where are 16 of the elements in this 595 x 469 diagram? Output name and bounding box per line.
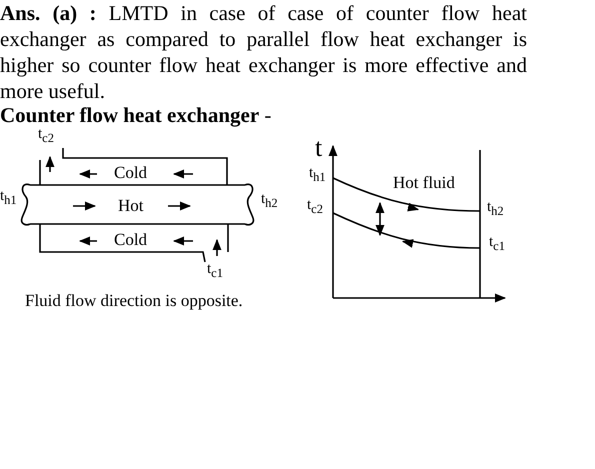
section-heading: Counter flow heat exchanger - [0,104,272,128]
temperature-label: t$_{c1}$ [207,261,223,281]
axis-label: t [315,134,322,163]
temperature-label: t$_{c1}$ [489,234,505,254]
flow-label: Cold [114,231,148,250]
temperature-label: t$_{h1}$ [0,188,17,208]
flow-label: Cold [114,164,148,183]
answer-paragraph: Ans. (a) : LMTD in case of case of counter flow heat exchanger as compared to parallel flow heat exchanger is higher so counter flow heat exchanger is more effective and more useful. [0,0,527,104]
temperature-label: t$_{c2}$ [307,197,323,217]
curve-label: Hot fluid [393,174,455,193]
caption-text: Fluid flow direction is opposite. [25,292,243,311]
flow-label: Hot [118,197,144,216]
temperature-label: t$_{c2}$ [38,126,54,146]
temperature-label: t$_{h1}$ [309,165,326,185]
temperature-label: t$_{h2}$ [261,191,278,211]
temperature-label: t$_{h2}$ [487,199,504,219]
